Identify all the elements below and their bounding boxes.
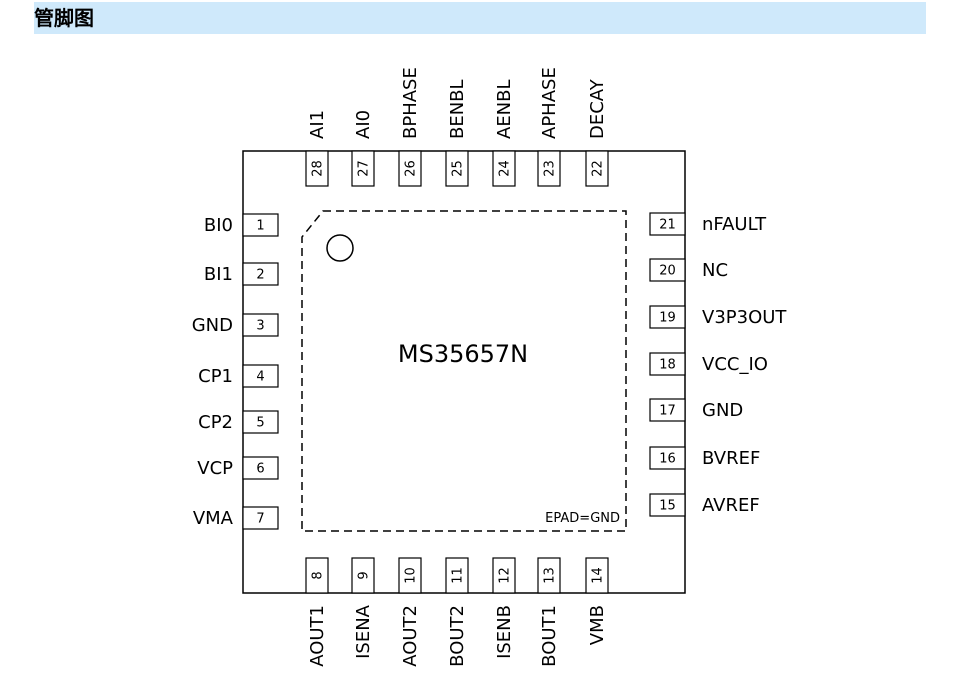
pin-label-24: AENBL [494,79,515,139]
pin-pad-left-1 [242,213,279,237]
pin-label-13: BOUT1 [539,605,560,667]
pin-pad-bottom-9 [351,557,375,594]
pin-number-16: 16 [659,452,676,467]
pin-number-15: 15 [659,499,676,514]
pin-number-13: 13 [543,567,558,584]
pin-label-21: nFAULT [702,214,767,235]
pin-number-3: 3 [256,319,264,334]
pin-pad-top-27 [351,150,375,187]
pin-label-9: ISENA [353,604,374,659]
pin-number-23: 23 [543,160,558,177]
pin-number-4: 4 [256,370,264,385]
pin-pad-right-19 [649,305,686,329]
pin-number-26: 26 [404,160,419,177]
pin-number-17: 17 [659,404,676,419]
pin-label-8: AOUT1 [307,605,328,667]
pin-number-27: 27 [357,160,372,177]
pin-number-8: 8 [311,571,326,579]
section-header-bar [34,2,926,34]
pin-number-12: 12 [498,567,513,584]
pin-number-6: 6 [256,462,264,477]
pin-label-12: ISENB [494,605,515,659]
package-outline [242,150,686,594]
pin-label-20: NC [702,260,728,281]
pin-label-19: V3P3OUT [702,307,787,328]
pin-number-11: 11 [451,567,466,584]
pin-number-19: 19 [659,311,676,326]
pin-pad-top-26 [398,150,422,187]
pin-number-25: 25 [451,160,466,177]
pin-label-27: AI0 [353,110,374,139]
pin-pad-right-15 [649,493,686,517]
pin-number-9: 9 [357,571,372,579]
pin-label-22: DECAY [587,78,608,139]
pin-pad-top-22 [585,150,609,187]
exposed-pad-outline [301,210,627,532]
pin-label-25: BENBL [447,79,468,139]
pin-pad-left-2 [242,262,279,286]
pin-pad-right-16 [649,446,686,470]
pin-number-7: 7 [256,512,264,527]
epad-note: EPAD=GND [545,511,620,526]
pin-label-17: GND [702,400,743,421]
pin-label-3: GND [192,315,233,336]
pin-label-23: APHASE [539,67,560,139]
pin-label-6: VCP [197,458,233,479]
pin-label-1: BI0 [204,215,233,236]
pin-pad-left-7 [242,506,279,530]
pin-label-26: BPHASE [400,67,421,139]
pin-pad-top-24 [492,150,516,187]
pin-label-5: CP2 [198,412,233,433]
pin-label-28: AI1 [307,110,328,139]
pin-number-18: 18 [659,358,676,373]
pin-pad-left-6 [242,456,279,480]
pin-label-18: VCC_IO [702,354,768,375]
pin-pad-top-25 [445,150,469,187]
pin-pad-left-5 [242,410,279,434]
pin-number-10: 10 [404,567,419,584]
pin-pad-top-23 [537,150,561,187]
pin-pad-left-4 [242,364,279,388]
pin-pad-left-3 [242,313,279,337]
pin-number-22: 22 [591,160,606,177]
pin-number-20: 20 [659,264,676,279]
pin-pad-right-17 [649,398,686,422]
pin-number-2: 2 [256,268,264,283]
pin-number-21: 21 [659,218,676,233]
pin-number-1: 1 [256,219,264,234]
pin-label-11: BOUT2 [447,605,468,667]
pin-pad-bottom-12 [492,557,516,594]
pin-label-14: VMB [587,605,608,645]
pin-pad-right-18 [649,352,686,376]
pin-pad-bottom-11 [445,557,469,594]
pin-label-4: CP1 [198,366,233,387]
pin-label-15: AVREF [702,495,760,516]
pin-number-28: 28 [311,160,326,177]
pin1-marker-icon [326,234,354,262]
pin-pad-bottom-10 [398,557,422,594]
pin-label-16: BVREF [702,448,760,469]
chip-name: MS35657N [398,340,528,368]
pin-pad-right-20 [649,258,686,282]
pin-pad-right-21 [649,212,686,236]
pin-label-7: VMA [193,508,234,529]
section-title: 管脚图 [34,6,94,30]
pin-number-24: 24 [498,160,513,177]
pin-number-5: 5 [256,416,264,431]
pin-pad-bottom-8 [305,557,329,594]
pin-pad-bottom-13 [537,557,561,594]
pin-number-14: 14 [591,567,606,584]
pin-label-2: BI1 [204,264,233,285]
pin-label-10: AOUT2 [400,605,421,667]
pin-pad-bottom-14 [585,557,609,594]
pin-pad-top-28 [305,150,329,187]
